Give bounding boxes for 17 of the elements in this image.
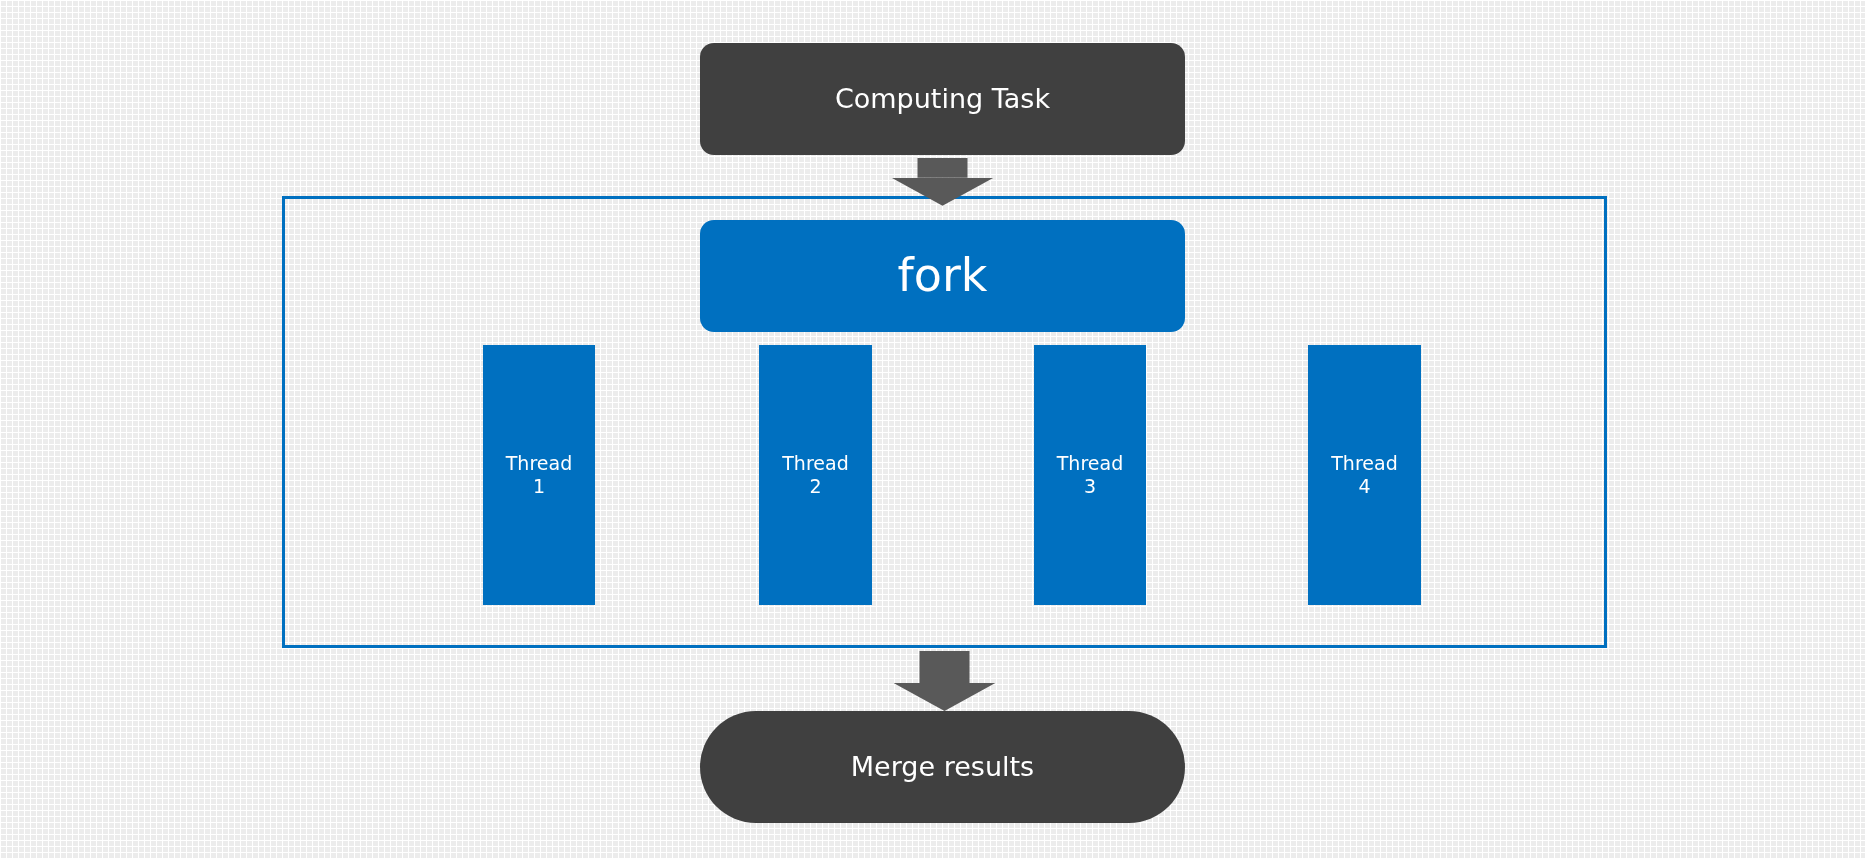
task-box <box>700 43 1185 155</box>
block-arrow <box>893 651 996 711</box>
node-label: Thread 4 <box>1330 452 1399 498</box>
node-label: Thread 2 <box>781 452 850 498</box>
result-pill <box>700 711 1185 823</box>
thread-bar <box>759 345 872 605</box>
node-label: Thread 1 <box>504 452 574 498</box>
node-label: Computing Task <box>834 82 1051 116</box>
node-label: Merge results <box>850 750 1035 784</box>
fork-box <box>700 220 1185 332</box>
block-arrow <box>891 158 994 206</box>
thread-bar <box>1308 345 1421 605</box>
group-frame <box>282 196 1607 648</box>
thread-bar <box>483 345 595 605</box>
thread-bar <box>1034 345 1146 605</box>
node-label: fork <box>897 248 988 304</box>
node-label: Thread 3 <box>1055 452 1125 498</box>
